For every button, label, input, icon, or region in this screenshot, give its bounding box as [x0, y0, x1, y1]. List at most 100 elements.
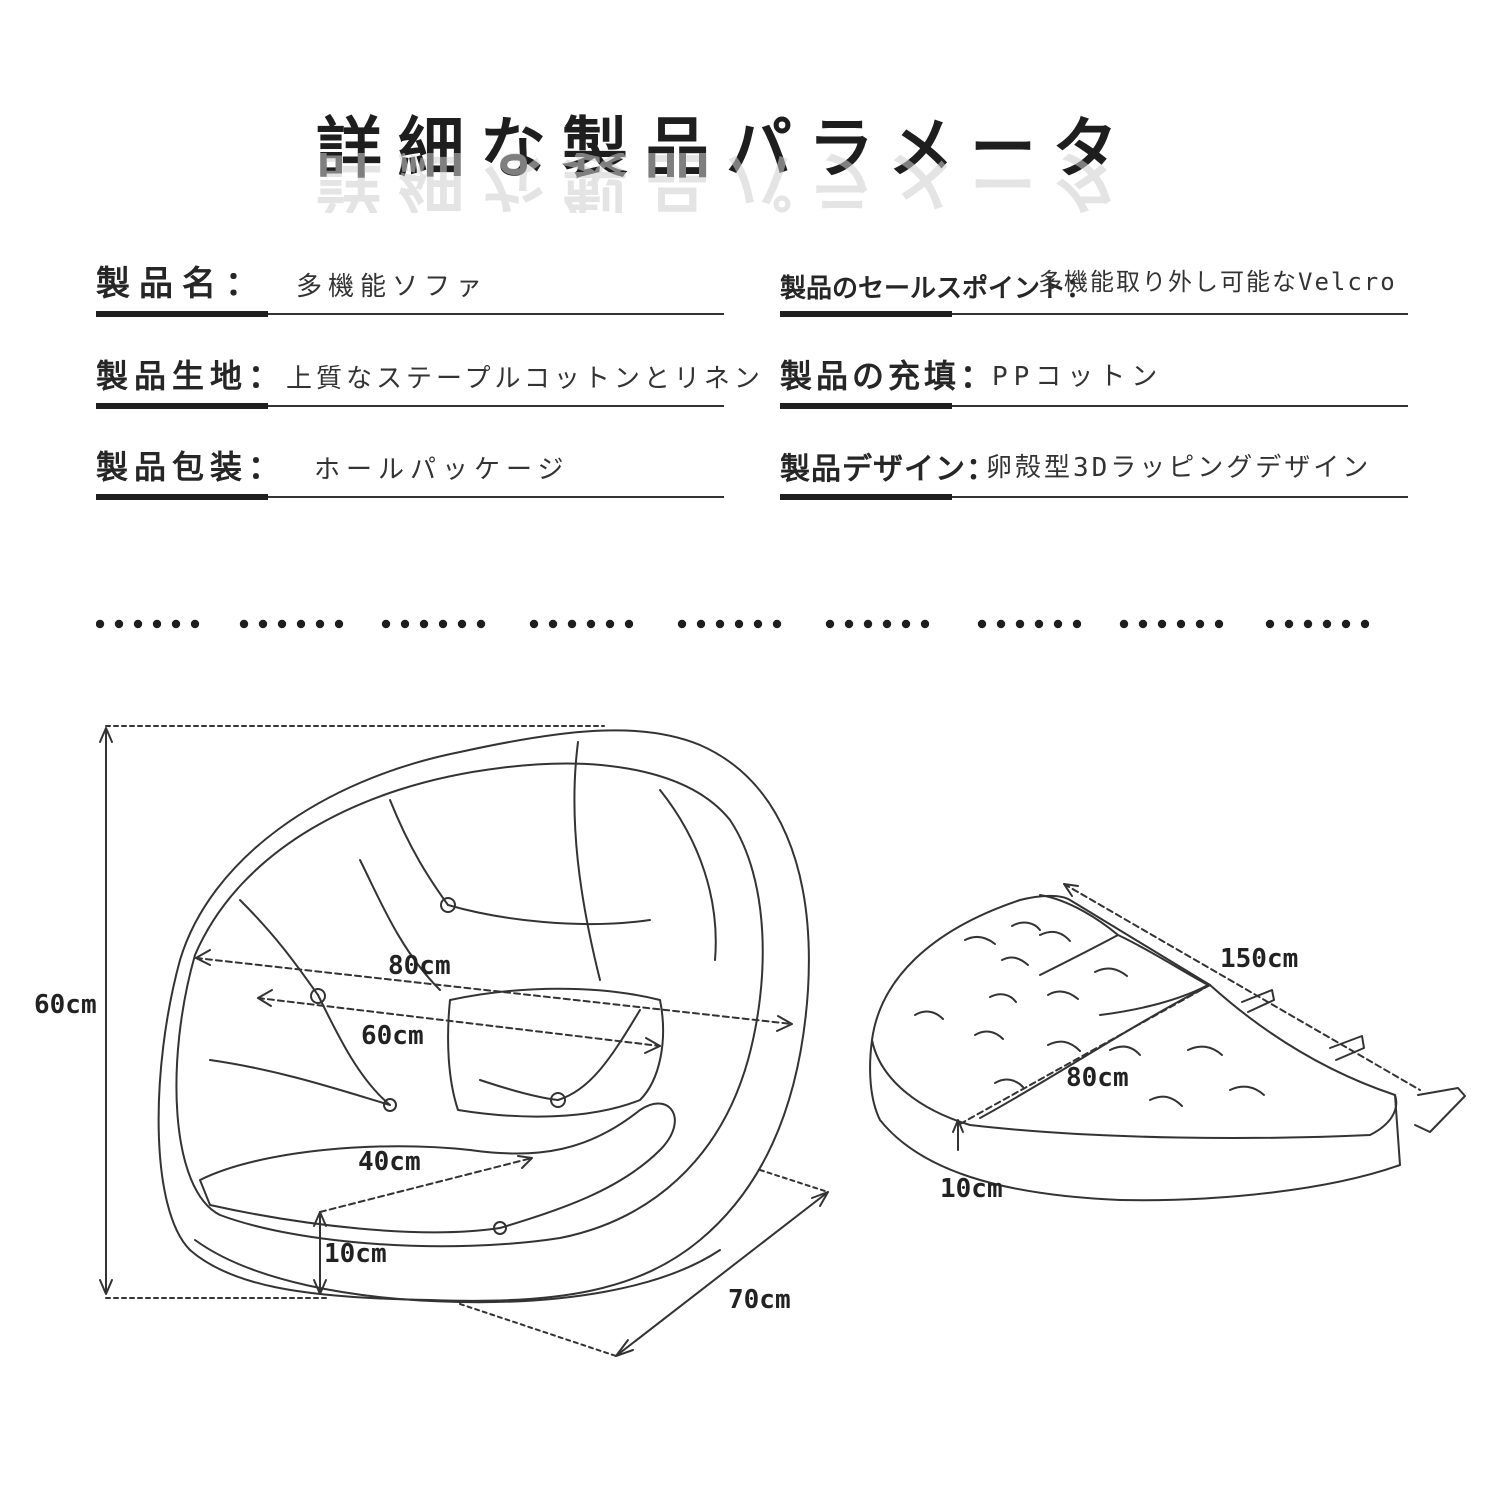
- seat-depth-line: [319, 1157, 533, 1213]
- chair-depth-guide: [459, 1303, 617, 1357]
- param-separator: ：: [960, 357, 997, 395]
- divider-dot: [1053, 619, 1063, 629]
- param-value: ホールパッケージ: [314, 455, 570, 485]
- divider-dot: [1138, 619, 1148, 629]
- divider-dot: [239, 619, 249, 629]
- cushion-seam: [209, 1059, 391, 1106]
- divider-dot: [438, 619, 448, 629]
- param-separator: ：: [1066, 274, 1093, 304]
- chair-depth-guide: [759, 1169, 829, 1193]
- arrowhead: [99, 1279, 113, 1295]
- divider-dot: [920, 619, 930, 629]
- param-underline-accent: [780, 494, 952, 500]
- param-separator: ：: [248, 448, 287, 486]
- label-chair-depth: 70cm: [728, 1285, 791, 1315]
- cushion-seam: [359, 859, 441, 991]
- divider-dot: [457, 619, 467, 629]
- divider-dot: [624, 619, 634, 629]
- divider-dot: [529, 619, 539, 629]
- mat-fold: [1039, 894, 1119, 976]
- divider-dot: [334, 619, 344, 629]
- param-product-name: 製品名： 多機能ソファ: [96, 245, 724, 317]
- tuft-button: [493, 1221, 507, 1235]
- param-value: 卵殻型3Dラッピングデザイン: [986, 453, 1372, 483]
- arrowhead: [1063, 883, 1079, 897]
- param-product-package: 製品包装： ホールパッケージ: [96, 428, 724, 500]
- cushion-seam: [573, 741, 601, 981]
- chair-base: [194, 1239, 721, 1304]
- mat-side: [869, 1039, 1401, 1202]
- mat-length-line: [1063, 883, 1421, 1091]
- cushion-seam: [557, 1009, 641, 1101]
- param-value: 多機能取り外し可能なVelcro: [1038, 268, 1397, 296]
- chair-width-line: [195, 957, 793, 1025]
- mat-top: [871, 894, 1398, 1139]
- cushion-seam: [659, 789, 717, 961]
- param-design: 製品デザイン： 卵殻型3Dラッピングデザイン: [780, 428, 1408, 500]
- mat-tufts: [914, 921, 1265, 1107]
- divider-dot: [863, 619, 873, 629]
- divider-dot: [901, 619, 911, 629]
- divider-dot: [1176, 619, 1186, 629]
- chair-inner-line: [257, 997, 661, 1047]
- divider-dot: [677, 619, 687, 629]
- param-underline: [780, 405, 1408, 407]
- arrowhead: [313, 1211, 327, 1227]
- divider-dot: [772, 619, 782, 629]
- arrowhead: [99, 727, 113, 743]
- param-underline-accent: [96, 494, 268, 500]
- cushion-seam: [239, 899, 319, 996]
- divider-dot: [977, 619, 987, 629]
- divider-dot: [996, 619, 1006, 629]
- param-underline-accent: [96, 311, 268, 317]
- divider-dot: [1214, 619, 1224, 629]
- divider-dot: [133, 619, 143, 629]
- param-label: 製品名: [96, 264, 225, 304]
- chair-outer-shell: [157, 729, 810, 1302]
- divider-dot: [734, 619, 744, 629]
- param-underline: [96, 496, 724, 498]
- divider-dot: [95, 619, 105, 629]
- label-seat-depth: 40cm: [358, 1147, 421, 1177]
- param-product-fabric: 製品生地： 上質なステープルコットンとリネン: [96, 337, 760, 409]
- dotted-divider-graphic: [95, 619, 1370, 629]
- tuft-button: [383, 1098, 397, 1112]
- seat-cushion: [199, 1102, 676, 1234]
- param-value: PPコットン: [992, 362, 1164, 392]
- param-underline: [780, 496, 1408, 498]
- arrowhead: [195, 949, 211, 966]
- divider-dot: [296, 619, 306, 629]
- divider-dot: [258, 619, 268, 629]
- param-separator: ：: [966, 452, 997, 487]
- label-chair-width: 80cm: [388, 951, 451, 981]
- dotted-divider: [95, 612, 1396, 632]
- arrowhead: [313, 1279, 327, 1295]
- label-mat-width: 80cm: [1066, 1063, 1129, 1093]
- param-underline-accent: [780, 403, 952, 409]
- pillow: [447, 987, 665, 1118]
- param-separator: ：: [248, 357, 287, 395]
- arrowhead: [615, 1339, 634, 1357]
- chair-depth-line: [615, 1191, 829, 1357]
- param-label: 製品デザイン: [780, 452, 966, 487]
- cushion-seam: [447, 904, 651, 926]
- divider-dot: [753, 619, 763, 629]
- divider-dot: [315, 619, 325, 629]
- arrowhead: [257, 989, 273, 1007]
- divider-dot: [844, 619, 854, 629]
- param-underline-accent: [96, 403, 268, 409]
- cushion-seam: [389, 799, 449, 906]
- param-value: 上質なステープルコットンとリネン: [286, 364, 764, 394]
- param-label: 製品のセールスポイント: [780, 274, 1067, 304]
- divider-dot: [1195, 619, 1205, 629]
- label-chair-thickness: 10cm: [324, 1239, 387, 1269]
- divider-dot: [1072, 619, 1082, 629]
- mat-strap: [1329, 1035, 1365, 1061]
- param-label: 製品包装: [96, 448, 249, 486]
- param-underline: [96, 405, 724, 407]
- label-chair-height: 60cm: [34, 990, 97, 1020]
- divider-dot: [1341, 619, 1351, 629]
- mat-strap: [1241, 989, 1275, 1013]
- divider-dot: [277, 619, 287, 629]
